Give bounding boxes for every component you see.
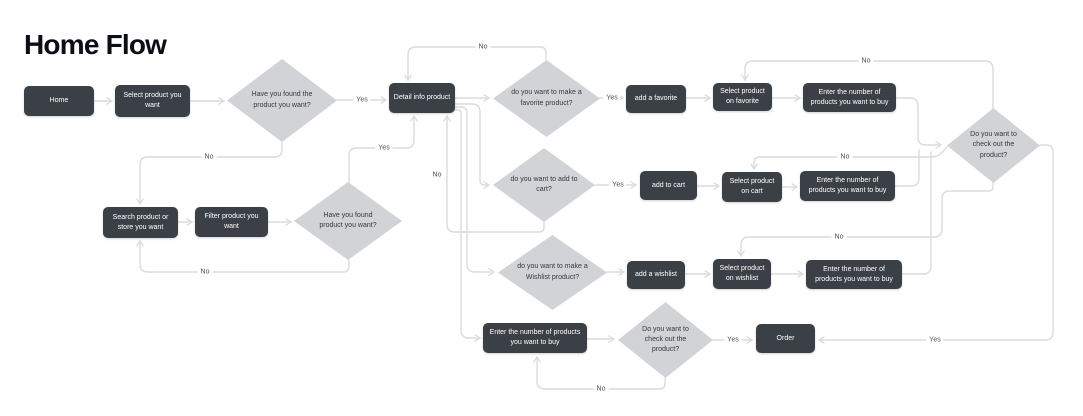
flow-node-enter-number-favorite[interactable]: Enter the number of products you want to…: [803, 83, 896, 112]
edge-label-cartq-no-detail: No: [429, 170, 445, 180]
node-label: Select product on wishlist: [719, 265, 765, 282]
node-label: Enter the number of products you want to…: [815, 265, 893, 283]
node-label: Enter the number of products you want to…: [489, 329, 581, 346]
flow-edge-checkout-yes-order: [818, 144, 1054, 344]
flow-node-order[interactable]: Order: [756, 324, 815, 353]
flow-node-add-wishlist[interactable]: add a wishlist: [627, 261, 685, 289]
flow-node-cart-question[interactable]: do you want to add to cart?: [493, 148, 595, 222]
flow-node-filter-product[interactable]: Filter product you want: [195, 207, 268, 237]
flow-node-found-product-2[interactable]: Have you found product you want?: [294, 182, 402, 260]
flow-edge-enterfav-to-checkout: [895, 97, 942, 149]
edge-label-checkout-no-selfav: No: [858, 56, 874, 66]
flow-edge-enterwish-to-checkout: [901, 151, 932, 275]
edge-label-checkout-no-selcart: No: [837, 152, 853, 162]
node-label: Order: [776, 334, 795, 342]
edge-label-checkout-yes-order: Yes: [926, 335, 944, 345]
edge-label-checkoutb-yes-order: Yes: [724, 335, 742, 345]
flow-node-add-to-cart[interactable]: add to cart: [640, 171, 697, 200]
node-label: add a wishlist: [634, 271, 678, 279]
flow-node-favorite-question[interactable]: do you want to make a favorite product?: [493, 60, 600, 137]
node-label: Home: [49, 97, 69, 105]
flow-edge-checkout-no-selwish: [737, 181, 994, 257]
edge-label-checkoutb-no-enterbottom: No: [593, 384, 609, 394]
flow-node-select-on-wishlist[interactable]: Select product on wishlist: [713, 259, 771, 289]
flow-node-found-product-1[interactable]: Have you found the product you want?: [227, 59, 337, 142]
flow-edge-found2-no-search: [136, 240, 350, 273]
node-label: Do you want to check out the product?: [642, 325, 689, 354]
node-label: Select product you want: [123, 92, 182, 109]
flow-node-select-product[interactable]: Select product you want: [115, 85, 190, 117]
node-label: Select product on cart: [729, 178, 775, 195]
flow-node-search-product[interactable]: Search product or store you want: [103, 207, 178, 238]
edge-label-found1-no-search: No: [201, 152, 217, 162]
page-title: Home Flow: [24, 28, 167, 60]
node-label: Enter the number of products you want to…: [808, 177, 887, 194]
edge-label-favq-yes-addfav: Yes: [603, 93, 621, 103]
flow-edge-entercart-to-checkout: [894, 149, 920, 187]
node-label: Select product on favorite: [720, 88, 765, 105]
flow-edge-detail-to-wishq: [454, 106, 495, 276]
edge-label-cartq-yes-addcart: Yes: [609, 180, 627, 190]
flow-node-enter-number-wishlist[interactable]: Enter the number of products you want to…: [806, 260, 902, 289]
node-label: Detail info product: [393, 94, 451, 102]
edge-label-favq-no-detail: No: [475, 42, 491, 52]
node-label: do you want to make a favorite product?: [511, 89, 582, 107]
node-label: Enter the number of products you want to…: [810, 88, 889, 106]
flow-node-select-on-favorite[interactable]: Select product on favorite: [713, 83, 772, 111]
node-label: Have you found product you want?: [319, 211, 377, 229]
node-label: add to cart: [651, 181, 686, 189]
node-label: Search product or store you want: [112, 213, 169, 231]
flow-node-select-on-cart[interactable]: Select product on cart: [722, 172, 782, 202]
flow-node-enter-number-cart[interactable]: Enter the number of products you want to…: [800, 171, 895, 201]
flow-edge-detail-to-enterbottom: [454, 109, 481, 342]
flow-edge-found1-no-search: [136, 141, 283, 205]
node-label: Filter product you want: [204, 213, 259, 230]
edge-label-found1-yes-detail: Yes: [353, 95, 371, 105]
edge-label-checkout-no-selwish: No: [831, 232, 847, 242]
edge-label-found2-yes-detail: Yes: [375, 143, 393, 153]
flow-node-wishlist-question[interactable]: do you want to make a Wishlist product?: [498, 235, 607, 310]
node-label: do you want to add to cart?: [510, 175, 578, 193]
node-label: Do you want to check out the product?: [970, 131, 1017, 159]
edge-label-found2-no-search: No: [197, 267, 213, 277]
flow-edge-cartq-no-detail: [443, 115, 545, 233]
flow-edge-detail-to-cartq: [454, 103, 490, 189]
flow-node-enter-number-bottom[interactable]: Enter the number of products you want to…: [483, 323, 587, 353]
node-label: Have you found the product you want?: [251, 91, 313, 109]
node-label: do you want to make a Wishlist product?: [517, 263, 588, 281]
flow-node-home[interactable]: Home: [24, 86, 94, 116]
flow-node-checkout-right[interactable]: Do you want to check out the product?: [947, 108, 1040, 183]
flow-node-add-favorite[interactable]: add a favorite: [626, 85, 686, 113]
flow-node-checkout-bottom[interactable]: Do you want to check out the product?: [618, 302, 713, 378]
flow-node-detail-info[interactable]: Detail info product: [389, 83, 455, 113]
node-label: add a favorite: [634, 95, 678, 103]
